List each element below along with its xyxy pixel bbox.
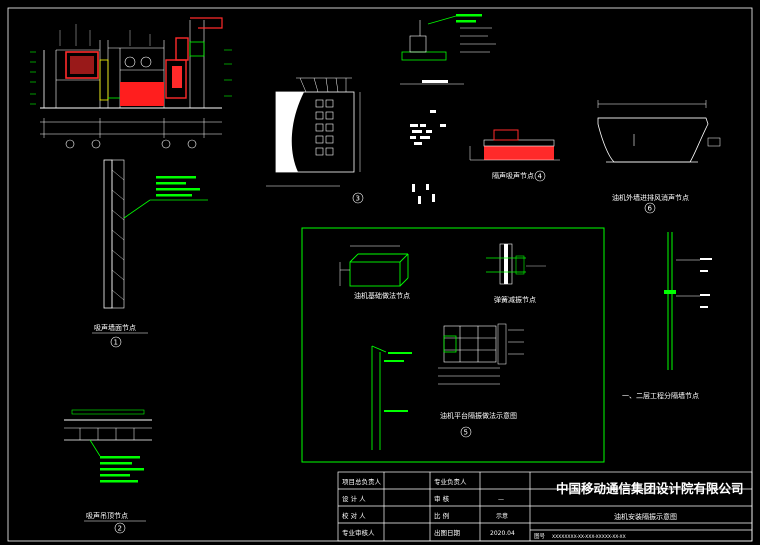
detail-3-number-circle — [352, 192, 364, 204]
title-block-row1-mid: 专业负责人 — [434, 477, 467, 486]
drawing-number: XXXXXXXX-XX-XXX-XXXXX-XX-XX — [552, 534, 626, 540]
drawing-number-label: 图号 — [534, 532, 546, 540]
detail-6-louver — [597, 100, 721, 163]
detail-1-wall — [103, 159, 208, 309]
detail-3-panel — [266, 77, 361, 187]
drawing-title: 油机安装隔振示意图 — [614, 512, 677, 521]
detail-6-caption: 油机外墙进排风消声节点 — [612, 193, 689, 202]
detail-3-number: 3 — [356, 195, 360, 203]
g-caption-2: 弹簧减振节点 — [494, 295, 536, 304]
detail-5-number-circle — [460, 426, 472, 438]
g-caption-1: 油机基础做法节点 — [354, 291, 410, 300]
company-name: 中国移动通信集团设计院有限公司 — [556, 481, 744, 496]
title-block-row1-left: 项目总负责人 — [342, 477, 382, 486]
detail-1-caption: 吸声墙面节点 — [94, 323, 136, 332]
title-block-row3-mid: 比 例 — [434, 511, 449, 520]
title-block-row3-left: 校 对 人 — [342, 511, 366, 520]
title-block-row4-mid: 出图日期 — [434, 528, 461, 537]
drawing-frame — [7, 7, 753, 542]
title-block-row2-val: — — [498, 496, 504, 503]
g-caption-3: 油机平台隔振做法示意图 — [440, 411, 517, 420]
detail-1-number-circle — [110, 336, 122, 348]
section-elevation — [30, 17, 232, 149]
title-block-row3-val: 示意 — [496, 512, 508, 520]
title-block-row2-mid: 审 核 — [434, 494, 450, 503]
detail-4-block — [469, 129, 560, 161]
detail-top-middle — [400, 14, 496, 85]
note-marks — [410, 110, 446, 204]
detail-6-number: 6 — [648, 205, 653, 213]
detail-6-number-circle — [644, 202, 656, 214]
detail-2-ceiling — [64, 409, 152, 483]
title-block-row2-left: 设 计 人 — [342, 494, 366, 503]
detail-4-number: 4 — [538, 173, 543, 181]
title-block-row4-left: 专业审核人 — [342, 528, 375, 537]
title-block-grid — [337, 471, 753, 542]
detail-4-number-circle — [534, 170, 546, 182]
title-block-row4-val: 2020.04 — [490, 530, 515, 537]
detail-2-number: 2 — [118, 525, 122, 533]
detail-5-number: 5 — [464, 429, 468, 437]
detail-7-partition — [664, 232, 712, 370]
detail-1-number: 1 — [114, 339, 118, 347]
detail-7-caption: 一、二层工程分隔墙节点 — [622, 391, 699, 400]
detail-2-number-circle — [114, 522, 126, 534]
detail-5-frame — [301, 227, 605, 463]
detail-2-caption: 吸声吊顶节点 — [86, 511, 128, 520]
detail-4-caption: 隔声吸声节点 — [492, 171, 534, 180]
detail-5-content: 油机基础做法节点 弹簧减振节点 — [339, 243, 546, 450]
